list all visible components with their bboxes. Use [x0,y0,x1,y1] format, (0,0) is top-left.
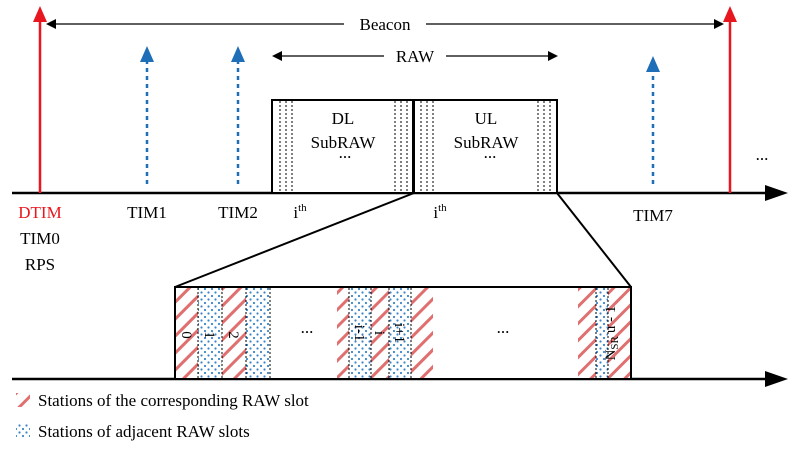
ul-subraw-box [413,99,558,194]
beacon-end-arrowhead [723,6,737,22]
slot-i-label: i [371,331,387,335]
slot-0-label: 0 [178,331,194,339]
ul-label: UL [475,109,498,128]
top-axis-arrowhead [765,185,788,201]
slot-im1-cell [349,288,371,378]
tim1-arrowhead [140,46,154,62]
beacon-start-arrowhead [33,6,47,22]
beacon-label: Beacon [360,15,411,34]
slot-1-cell [198,288,222,378]
slot-i-cell [371,288,389,378]
zoom-line-left [174,192,415,288]
dtim-label: DTIM [18,203,61,222]
slot-end-c-cell [608,288,630,378]
slot-end-a-cell [578,288,596,378]
tim7-arrowhead [646,56,660,72]
ul-subraw-label: SubRAW [454,133,520,152]
legend-corresponding-swatch [16,393,30,407]
slot-im1-label: i-1 [351,325,367,342]
dots-middle-1: ... [301,318,314,337]
slot-group-middle [337,288,433,378]
dl-label: DL [332,109,355,128]
slot-2-label: 2 [225,331,241,339]
legend-corresponding-text: Stations of the corresponding RAW slot [38,391,309,410]
slot-0-cell [176,288,198,378]
tim7-label: TIM7 [633,206,673,225]
dl-slot-dividers [279,101,408,192]
tim2-label: TIM2 [218,203,258,222]
slot-2-cell [222,288,246,378]
slot-group-end [578,288,630,378]
slot-last-label: NSRu - 1 [603,306,621,361]
raw-label: RAW [396,47,435,66]
dots-middle-2: ... [497,318,510,337]
zoom-line-right [556,192,632,288]
slot-ip1-label: i+1 [391,323,407,343]
ul-dots: ... [484,143,497,162]
ul-slot-dividers [420,101,551,192]
rps-label: RPS [25,255,55,274]
right-ellipsis: ... [756,145,769,164]
slot-end-b-cell [596,288,608,378]
tim0-label: TIM0 [20,229,60,248]
dl-dots: ... [339,143,352,162]
tim2-arrowhead [231,46,245,62]
ith-left-label: ith [293,202,307,222]
slot-1-label: 1 [201,331,217,339]
slot-3-cell [246,288,270,378]
dl-subraw-label: SubRAW [311,133,377,152]
ith-right-label: ith [433,202,447,222]
legend-adjacent-text: Stations of adjacent RAW slots [38,422,250,441]
slot-group-start [176,288,271,378]
bottom-axis-arrowhead [765,371,788,387]
tim1-label: TIM1 [127,203,167,222]
slot-ip2-cell [411,288,433,378]
slot-im2-cell [337,288,349,378]
legend-adjacent-swatch [16,424,30,438]
slot-ip1-cell [389,288,411,378]
